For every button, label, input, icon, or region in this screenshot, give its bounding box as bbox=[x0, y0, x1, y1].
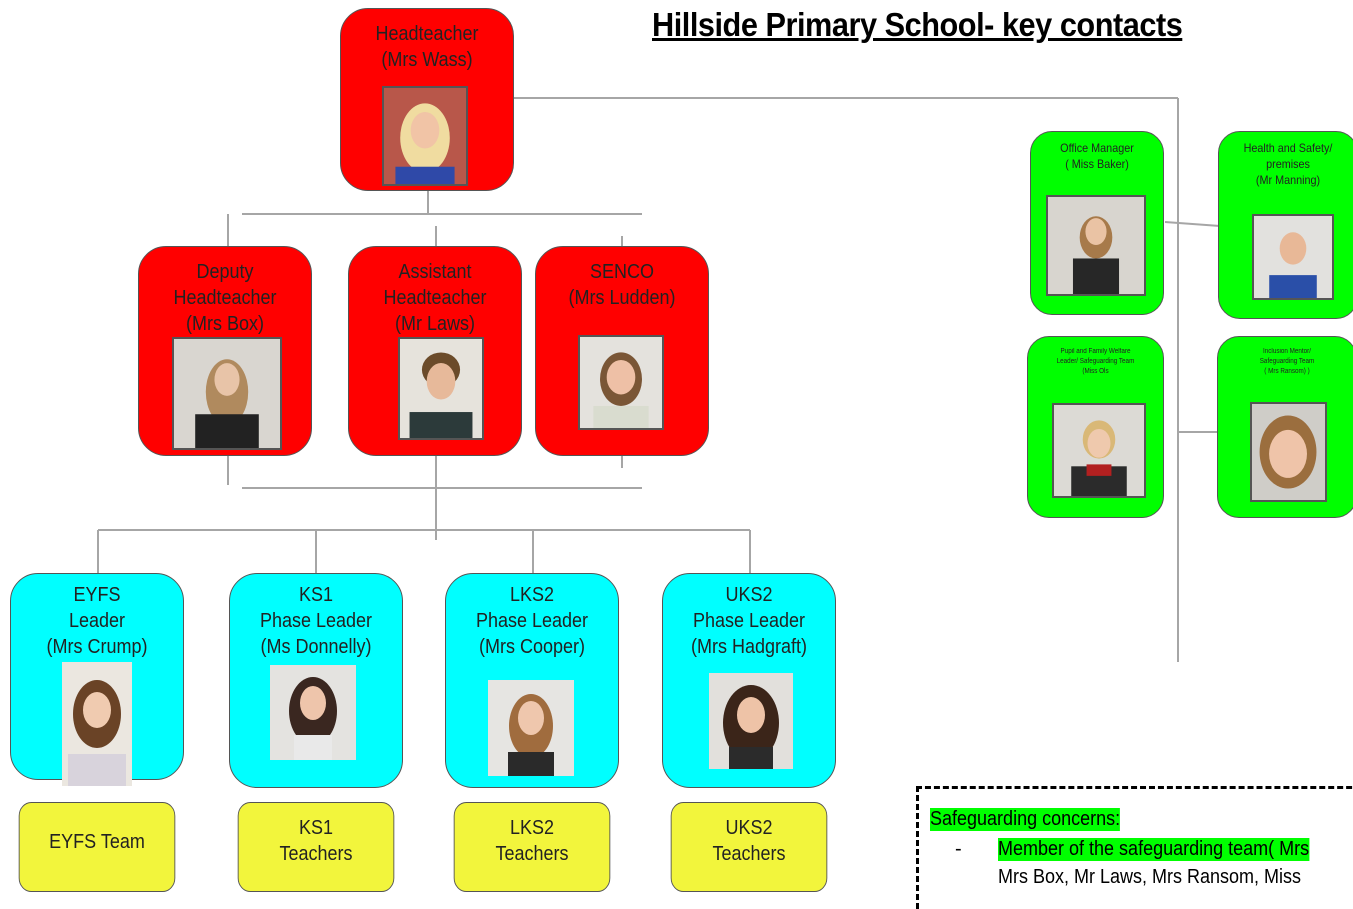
assistant-headteacher-photo bbox=[398, 337, 484, 440]
uks2-leader-photo bbox=[709, 673, 793, 769]
deputy-headteacher-label: Deputy Headteacher (Mrs Box) bbox=[173, 261, 277, 335]
eyfs-leader-photo bbox=[62, 662, 132, 786]
office-manager-label: Office Manager ( Miss Baker) bbox=[1060, 141, 1134, 171]
inclusion-mentor-label: Inclusion Mentor/ Safeguarding Team ( Mr… bbox=[1259, 348, 1315, 375]
welfare-leader-photo bbox=[1052, 403, 1146, 498]
uks2-team-label: UKS2 Teachers bbox=[712, 817, 786, 865]
page-title: Hillside Primary School- key contacts bbox=[652, 6, 1183, 43]
connector-lines bbox=[97, 97, 1221, 662]
safeguarding-item: Member of the safeguarding team( Mrs bbox=[998, 838, 1310, 861]
uks2-team-box: UKS2 Teachers bbox=[670, 802, 828, 892]
eyfs-leader-label: EYFS Leader (Mrs Crump) bbox=[46, 584, 148, 658]
lks2-leader-label: LKS2 Phase Leader (Mrs Cooper) bbox=[475, 584, 589, 658]
headteacher-photo bbox=[382, 86, 468, 186]
safeguarding-heading: Safeguarding concerns: bbox=[930, 808, 1121, 831]
deputy-headteacher-photo bbox=[172, 337, 282, 450]
ks1-team-box: KS1 Teachers bbox=[237, 802, 395, 892]
health-safety-label: Health and Safety/ premises (Mr Manning) bbox=[1243, 141, 1333, 187]
safeguarding-item-continued: Mrs Box, Mr Laws, Mrs Ransom, Miss bbox=[998, 866, 1302, 888]
lks2-team-label: LKS2 Teachers bbox=[495, 817, 569, 865]
headteacher-label: Headteacher (Mrs Wass) bbox=[375, 23, 479, 71]
senco-label: SENCO (Mrs Ludden) bbox=[568, 261, 676, 309]
ks1-leader-photo bbox=[270, 665, 356, 760]
safeguarding-panel bbox=[916, 786, 1353, 909]
inclusion-mentor-photo bbox=[1250, 402, 1327, 502]
welfare-leader-label: Pupil and Family Welfare Leader/ Safegua… bbox=[1056, 348, 1135, 375]
senco-photo bbox=[578, 335, 664, 430]
ks1-team-label: KS1 Teachers bbox=[279, 817, 353, 865]
health-safety-photo bbox=[1252, 214, 1334, 300]
assistant-headteacher-label: Assistant Headteacher (Mr Laws) bbox=[383, 261, 487, 335]
office-manager-photo bbox=[1046, 195, 1146, 296]
eyfs-team-label: EYFS Team bbox=[49, 831, 145, 853]
eyfs-team-box: EYFS Team bbox=[18, 802, 176, 892]
safeguarding-bullet: - bbox=[955, 838, 962, 860]
ks1-leader-label: KS1 Phase Leader (Ms Donnelly) bbox=[259, 584, 373, 658]
lks2-leader-photo bbox=[488, 680, 574, 776]
uks2-leader-label: UKS2 Phase Leader (Mrs Hadgraft) bbox=[690, 584, 808, 658]
lks2-team-box: LKS2 Teachers bbox=[453, 802, 611, 892]
